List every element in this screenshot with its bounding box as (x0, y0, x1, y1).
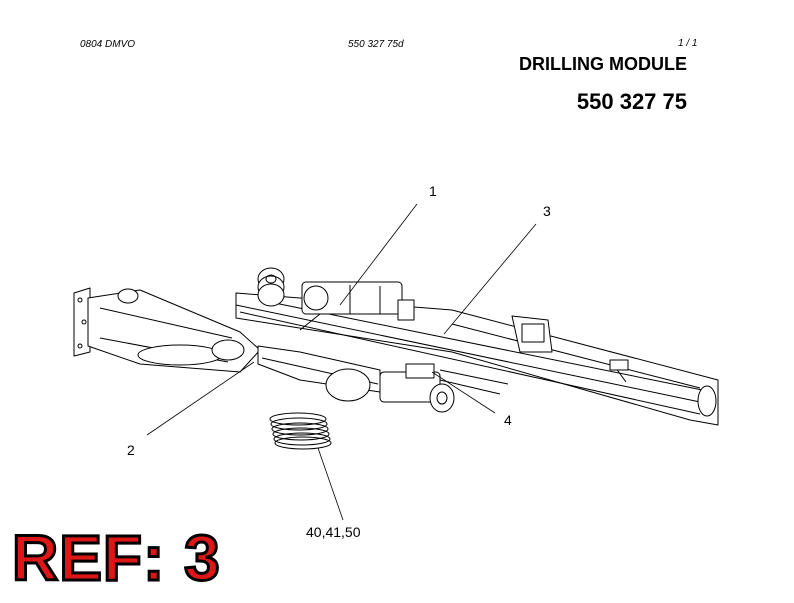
leader-1 (339, 203, 418, 306)
leader-3 (443, 223, 537, 335)
callout-40-41-50: 40,41,50 (306, 524, 361, 540)
callout-2: 2 (127, 442, 135, 458)
drill-motor (299, 281, 415, 331)
feed-beam (235, 292, 719, 426)
leader-4 (431, 371, 496, 414)
drawing-code: 550 327 75d (348, 39, 404, 50)
pulley (257, 267, 285, 307)
callout-4: 4 (504, 412, 512, 428)
document-code: 0804 DMVO (80, 39, 136, 50)
mounting-plate (73, 287, 91, 357)
callout-3: 3 (543, 203, 551, 219)
ref-label: REF: 3 (11, 522, 222, 594)
leader-2 (146, 361, 255, 436)
rail-bracket (511, 315, 553, 353)
leader-40 (317, 447, 344, 521)
boom-arm (87, 288, 261, 373)
page-number: 1 / 1 (678, 38, 698, 49)
callout-1: 1 (429, 183, 437, 199)
drawing-title: DRILLING MODULE (519, 54, 687, 74)
part-number: 550 327 75 (576, 89, 687, 114)
spring (269, 412, 332, 450)
feed-cylinder (257, 345, 509, 413)
